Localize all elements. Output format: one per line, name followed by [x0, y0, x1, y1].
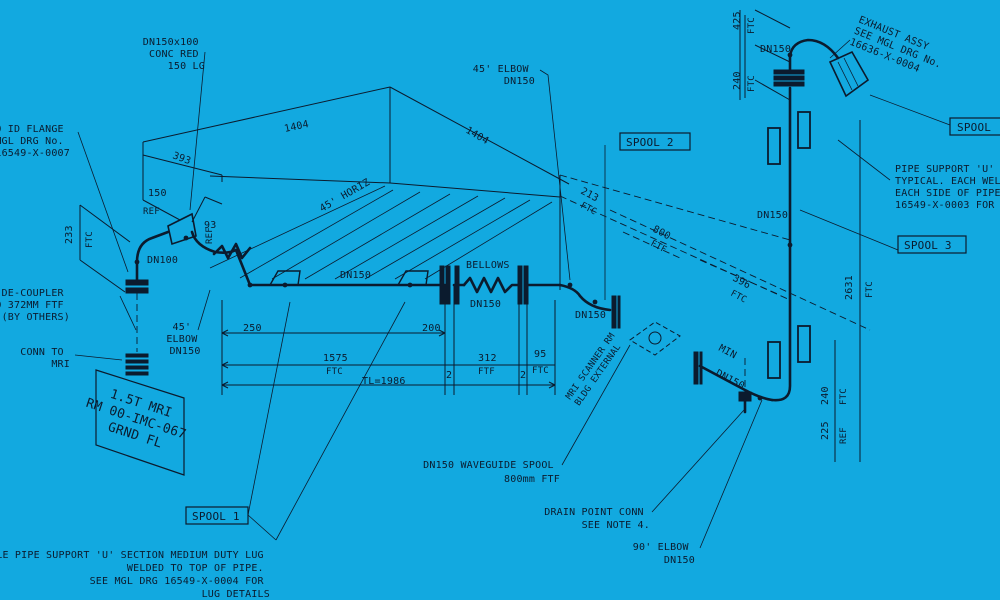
dim-1404-b: 1404	[464, 125, 491, 147]
dim-2-b: 2	[520, 370, 526, 381]
pipe-dn150-spool2: DN150	[575, 310, 606, 321]
callout-conc-red: DN150x100 CONC RED 150 LG	[143, 37, 205, 72]
callout-elbow90: 90' ELBOW DN150	[633, 542, 695, 566]
spool-2-tag	[619, 132, 691, 151]
bellows-dn150: DN150	[470, 299, 501, 310]
bellows-label: BELLOWS	[466, 260, 510, 271]
spool-1-tag	[185, 506, 249, 525]
support-lug-icon	[396, 270, 429, 286]
leader-lines	[74, 39, 951, 549]
dimension-texts: 1404 1404 393 150 REF 93 REF 233 FTC 45'…	[64, 11, 875, 444]
dim-240-bottom: 240	[820, 386, 831, 405]
spool-2-label: SPOOL 2	[626, 136, 674, 149]
reducer-icon	[167, 212, 197, 246]
flange-icon	[517, 265, 523, 305]
dim-1404-a: 1404	[283, 119, 310, 135]
spool-tags: SPOOL 2 SPOOL 3 SPOOL 1 SPOOL	[185, 117, 1000, 525]
dim-240-top-ftc: FTC	[747, 75, 757, 92]
dim-1575-ftc: FTC	[326, 367, 343, 377]
flanges	[125, 50, 870, 385]
dim-393: 393	[171, 150, 192, 167]
dim-425: 425	[732, 11, 743, 30]
callout-single-support: SINGLE PIPE SUPPORT 'U' SECTION MEDIUM D…	[0, 550, 270, 600]
dim-2631: 2631	[844, 275, 855, 300]
dim-233: 233	[64, 225, 75, 244]
flange-icon	[611, 295, 617, 329]
flange-icon	[439, 265, 445, 305]
dim-150: 150	[148, 188, 167, 199]
mri-box-text: 1.5T MRI RM 00-IMC-067 GRND FL	[79, 381, 200, 460]
dim-233-ftc: FTC	[85, 231, 95, 248]
callout-elbow45-top: 45' ELBOW DN150	[473, 64, 535, 87]
dim-200: 200	[422, 323, 441, 334]
pipe-support-icon	[797, 325, 811, 363]
callout-id-flange: 100 ID FLANGE MGL DRG No. 16549-X-0007	[0, 124, 70, 159]
dim-95: 95	[534, 349, 546, 360]
dim-396-ftc: FTC	[729, 289, 749, 306]
dim-150-ref: REF	[143, 207, 160, 217]
callout-pipe-support: PIPE SUPPORT 'U' S TYPICAL. EACH WELD EA…	[895, 164, 1000, 211]
spool-3-tag	[897, 235, 967, 254]
wall-penetration-icon	[629, 321, 681, 356]
pipe-dn150-vert: DN150	[757, 210, 788, 221]
spool-right-tag	[949, 117, 1000, 136]
dim-95-ftc: FTC	[532, 366, 549, 376]
pipe-support-icon	[767, 127, 781, 165]
mri-room-box: 1.5T MRI RM 00-IMC-067 GRND FL	[79, 369, 200, 476]
spool-1-label: SPOOL 1	[192, 510, 240, 523]
dim-93-ref: REF	[205, 227, 215, 244]
callout-decoupler: E DE-COUPLER 00 372MM FTF (BY OTHERS)	[0, 288, 70, 323]
weld-points	[134, 52, 793, 401]
dim-250: 250	[243, 323, 262, 334]
callout-drain: DRAIN POINT CONN SEE NOTE 4.	[544, 507, 650, 531]
flange-icon	[773, 69, 805, 75]
exhaust-icon	[828, 50, 870, 98]
dim-240-top: 240	[732, 71, 743, 90]
dim-425-ftc: FTC	[747, 17, 757, 34]
dim-1575: 1575	[323, 353, 348, 364]
dim-2-a: 2	[446, 370, 452, 381]
callout-scanner-rm: MRI SCANNER RM BLDG EXTERNAL	[564, 327, 630, 408]
flange-icon	[125, 279, 149, 286]
pipe-dn150-top: DN150	[760, 44, 791, 55]
dim-225-ref: REF	[839, 427, 849, 444]
dim-312: 312	[478, 353, 497, 364]
pipe-dn150-main: DN150	[340, 270, 371, 281]
pipe-dn100: DN100	[147, 255, 178, 266]
spool-right-label: SPOOL	[957, 121, 991, 134]
dim-2631-ftc: FTC	[865, 281, 875, 298]
dim-total-length: TL=1986	[362, 376, 406, 387]
spool-3-label: SPOOL 3	[904, 239, 952, 252]
pipe-dn150-bottom: DN150	[714, 368, 747, 392]
support-lug-icon	[268, 270, 301, 286]
dim-93: 93	[204, 220, 216, 231]
flange-icon	[693, 351, 699, 385]
callout-elbow45-left: 45' ELBOW DN150	[166, 322, 203, 357]
dim-240-bottom-ftc: FTC	[839, 388, 849, 405]
dim-min: MIN	[717, 343, 739, 361]
callout-conn-mri: CONN TO MRI	[20, 347, 70, 370]
pipe-support-icon	[767, 341, 781, 379]
dim-225: 225	[820, 421, 831, 440]
callout-waveguide: DN150 WAVEGUIDE SPOOL 800mm FTF	[423, 460, 560, 485]
pipe-support-icon	[797, 111, 811, 149]
dimension-lines	[221, 15, 861, 455]
dim-312-ftf: FTF	[478, 367, 495, 377]
